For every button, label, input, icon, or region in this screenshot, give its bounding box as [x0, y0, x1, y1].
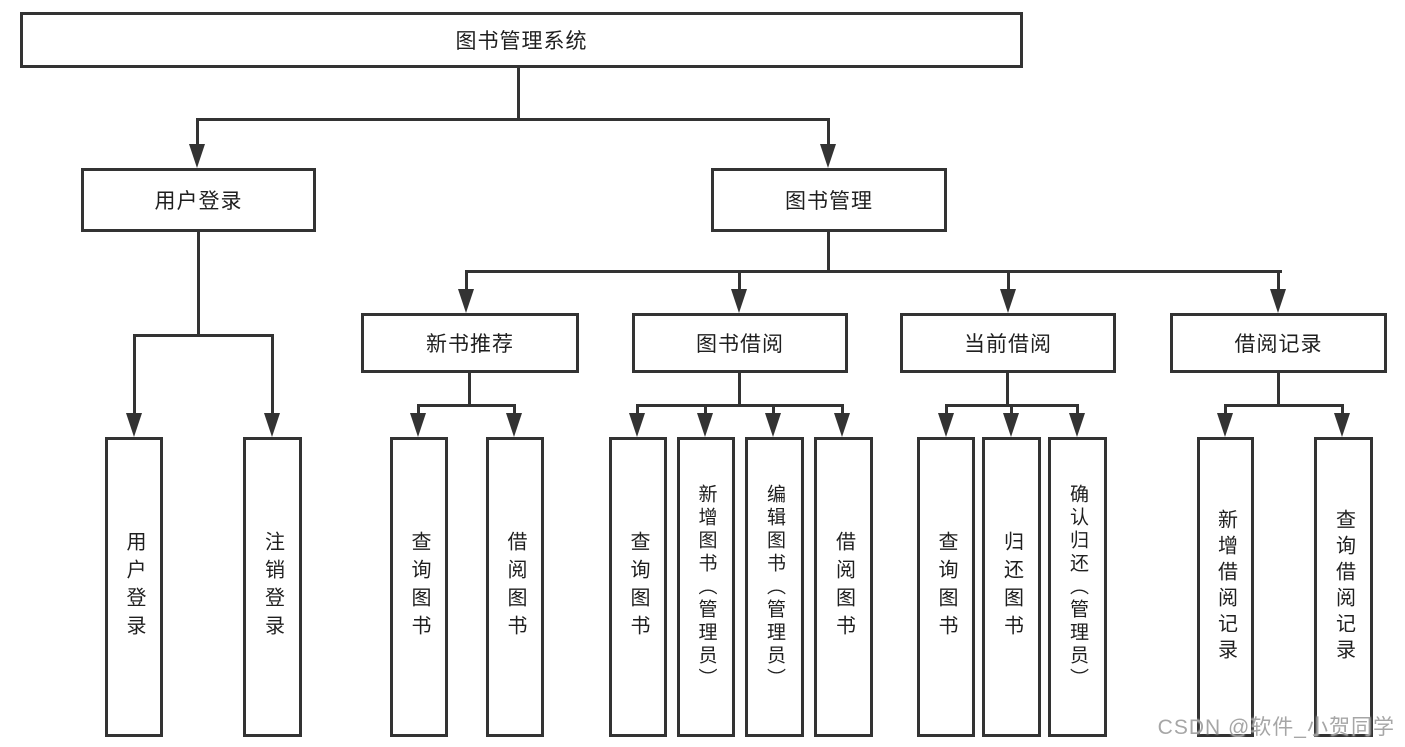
arrow-down-icon	[506, 413, 522, 437]
node-label: 新书推荐	[426, 333, 514, 356]
node-label: 归还图书	[1000, 531, 1023, 643]
node-label: 新增借阅记录	[1214, 509, 1237, 665]
leaf-confirm-return-admin: 确认归还（管理员）	[1048, 437, 1107, 737]
node-label: 新增图书（管理员）	[695, 483, 717, 691]
leaf-add-borrow-record: 新增借阅记录	[1197, 437, 1254, 737]
connector-l1-stem-right	[827, 118, 830, 150]
node-book-borrow: 图书借阅	[632, 313, 848, 373]
node-label: 借阅图书	[832, 531, 855, 643]
connector-book-mgmt-stem-4	[1277, 270, 1280, 294]
arrow-down-icon	[1217, 413, 1233, 437]
connector-l1-arm	[196, 118, 830, 121]
connector-user-login-stem-2	[271, 334, 274, 416]
node-label: 用户登录	[123, 531, 145, 643]
arrow-down-icon	[410, 413, 426, 437]
leaf-borrow-book-recommend: 借阅图书	[486, 437, 544, 737]
leaf-borrow-book: 借阅图书	[814, 437, 873, 737]
leaf-query-book-recommend: 查询图书	[390, 437, 448, 737]
connector-new-book-arm	[417, 404, 516, 407]
node-label: 确认归还（管理员）	[1067, 483, 1088, 691]
node-label: 图书借阅	[696, 333, 784, 356]
leaf-add-book-admin: 新增图书（管理员）	[677, 437, 735, 737]
node-borrow-records: 借阅记录	[1170, 313, 1387, 373]
connector-records-trunk	[1277, 371, 1280, 406]
connector-book-borrow-stem-1	[636, 404, 639, 416]
node-label: 图书管理系统	[455, 30, 588, 53]
arrow-down-icon	[820, 144, 836, 168]
connector-user-login-stem-1	[133, 334, 136, 416]
connector-current-borrow-trunk	[1006, 371, 1009, 406]
connector-book-borrow-stem-4	[841, 404, 844, 416]
node-label: 查询图书	[627, 531, 649, 643]
arrow-down-icon	[697, 413, 713, 437]
leaf-user-login: 用户登录	[105, 437, 163, 737]
connector-user-login-trunk	[197, 230, 200, 337]
arrow-down-icon	[1270, 289, 1286, 313]
connector-records-stem-2	[1341, 404, 1344, 416]
arrow-down-icon	[731, 289, 747, 313]
node-book-management: 图书管理	[711, 168, 947, 232]
node-user-login: 用户登录	[81, 168, 316, 232]
connector-user-login-arm	[133, 334, 274, 337]
node-new-book-recommend: 新书推荐	[361, 313, 579, 373]
node-label: 查询图书	[408, 531, 430, 643]
connector-book-mgmt-stem-1	[465, 270, 468, 294]
connector-book-mgmt-stem-3	[1007, 270, 1010, 294]
connector-book-borrow-arm	[636, 404, 844, 407]
node-label: 查询借阅记录	[1332, 509, 1355, 665]
node-label: 当前借阅	[964, 333, 1052, 356]
leaf-query-borrow-record: 查询借阅记录	[1314, 437, 1373, 737]
connector-root-trunk	[517, 65, 520, 121]
arrow-down-icon	[126, 413, 142, 437]
connector-book-borrow-stem-3	[772, 404, 775, 416]
node-label: 注销登录	[261, 531, 284, 643]
csdn-watermark: CSDN @软件_小贺同学	[1157, 716, 1395, 739]
connector-book-mgmt-stem-2	[738, 270, 741, 294]
arrow-down-icon	[1334, 413, 1350, 437]
node-root-library-management-system: 图书管理系统	[20, 12, 1023, 68]
connector-current-borrow-stem-3	[1076, 404, 1079, 416]
connector-book-mgmt-arm	[465, 270, 1282, 273]
leaf-query-book-current: 查询图书	[917, 437, 975, 737]
node-label: 借阅记录	[1234, 333, 1323, 356]
connector-book-borrow-stem-2	[704, 404, 707, 416]
connector-records-stem-1	[1224, 404, 1227, 416]
arrow-down-icon	[189, 144, 205, 168]
connector-records-arm	[1224, 404, 1344, 407]
node-label: 借阅图书	[504, 531, 526, 643]
node-label: 图书管理	[785, 190, 873, 213]
arrow-down-icon	[1069, 413, 1085, 437]
connector-l1-stem-left	[196, 118, 199, 150]
connector-new-book-stem-1	[417, 404, 420, 416]
leaf-return-book: 归还图书	[982, 437, 1041, 737]
node-current-borrow: 当前借阅	[900, 313, 1116, 373]
leaf-query-book-borrow: 查询图书	[609, 437, 667, 737]
connector-book-mgmt-trunk	[827, 230, 830, 273]
leaf-edit-book-admin: 编辑图书（管理员）	[745, 437, 804, 737]
connector-book-borrow-trunk	[738, 371, 741, 406]
arrow-down-icon	[938, 413, 954, 437]
arrow-down-icon	[1000, 289, 1016, 313]
connector-new-book-stem-2	[513, 404, 516, 416]
arrow-down-icon	[834, 413, 850, 437]
arrow-down-icon	[264, 413, 280, 437]
arrow-down-icon	[629, 413, 645, 437]
arrow-down-icon	[458, 289, 474, 313]
connector-current-borrow-stem-2	[1010, 404, 1013, 416]
arrow-down-icon	[1003, 413, 1019, 437]
leaf-logout: 注销登录	[243, 437, 302, 737]
connector-new-book-trunk	[468, 371, 471, 406]
arrow-down-icon	[765, 413, 781, 437]
node-label: 编辑图书（管理员）	[764, 483, 785, 691]
node-label: 查询图书	[935, 531, 957, 643]
node-label: 用户登录	[154, 190, 243, 213]
connector-current-borrow-stem-1	[945, 404, 948, 416]
